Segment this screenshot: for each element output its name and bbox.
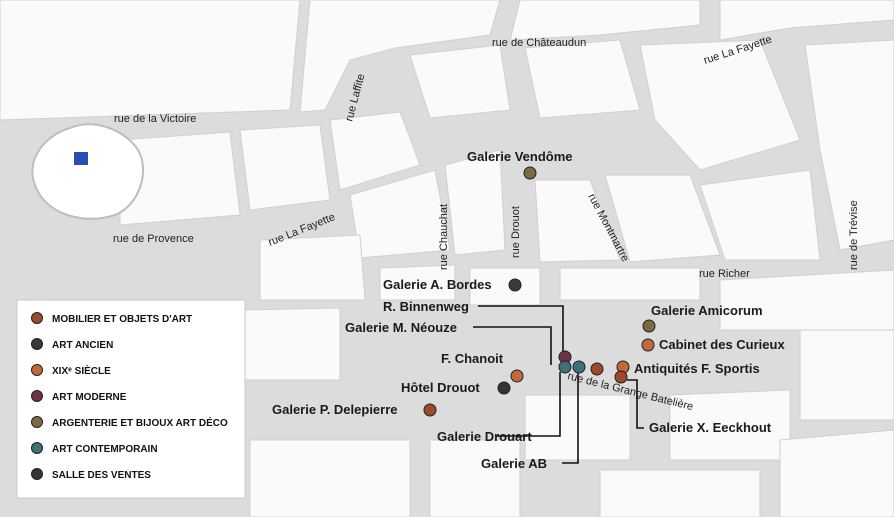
legend-label: ART ANCIEN <box>52 340 113 351</box>
legend-label: ART CONTEMPORAIN <box>52 444 158 455</box>
street-label: rue de la Victoire <box>114 113 196 125</box>
gallery-label: Galerie A. Bordes <box>383 277 492 292</box>
street-label: rue de Provence <box>113 233 194 245</box>
gallery-label: Galerie M. Néouze <box>345 320 457 335</box>
paris-inset <box>31 123 145 220</box>
marker-delepierre[interactable] <box>423 403 437 417</box>
legend-label: XIXᵉ SIÈCLE <box>52 364 111 377</box>
legend-dot-icon <box>31 364 43 376</box>
gallery-label: Galerie P. Delepierre <box>272 402 398 417</box>
legend-label: ART MODERNE <box>52 392 127 403</box>
legend-label: ARGENTERIE ET BIJOUX ART DÉCO <box>52 416 228 429</box>
marker-chanoit[interactable] <box>510 369 524 383</box>
street-label: rue de Trévise <box>848 200 860 270</box>
marker-galerie-ab[interactable] <box>572 360 586 374</box>
marker-drouart[interactable] <box>590 362 604 376</box>
legend-dot-icon <box>31 416 43 428</box>
street-label: rue Chauchat <box>438 204 450 270</box>
legend-dot-icon <box>31 390 43 402</box>
gallery-label: Galerie X. Eeckhout <box>649 420 772 435</box>
gallery-label: Galerie Vendôme <box>467 149 573 164</box>
legend-dot-icon <box>31 468 43 480</box>
legend-label: MOBILIER ET OBJETS D'ART <box>52 314 192 325</box>
street-label: rue Drouot <box>510 206 522 258</box>
gallery-label: Cabinet des Curieux <box>659 337 785 352</box>
legend-dot-icon <box>31 338 43 350</box>
gallery-label: F. Chanoit <box>441 351 504 366</box>
street-label: rue de Châteaudun <box>492 37 586 49</box>
gallery-label: R. Binnenweg <box>383 299 469 314</box>
gallery-label: Galerie AB <box>481 456 547 471</box>
legend-dot-icon <box>31 442 43 454</box>
legend-label: SALLE DES VENTES <box>52 470 151 481</box>
location-marker-icon <box>74 152 88 165</box>
map-legend: MOBILIER ET OBJETS D'ART ART ANCIEN XIXᵉ S… <box>16 299 246 499</box>
marker-hotel-drouot[interactable] <box>497 381 511 395</box>
marker-neouze[interactable] <box>558 360 572 374</box>
gallery-label: Galerie Drouart <box>437 429 532 444</box>
marker-curieux[interactable] <box>641 338 655 352</box>
marker-eeckhout[interactable] <box>614 370 628 384</box>
marker-amicorum[interactable] <box>642 319 656 333</box>
street-label: rue Richer <box>699 268 750 280</box>
gallery-markers <box>423 166 656 417</box>
marker-galerie-vendome[interactable] <box>523 166 537 180</box>
leader-lines <box>473 305 644 464</box>
gallery-labels: Galerie Vendôme Galerie A. Bordes R. Bin… <box>272 149 785 471</box>
gallery-label: Galerie Amicorum <box>651 303 763 318</box>
gallery-label: Antiquités F. Sportis <box>634 361 760 376</box>
marker-galerie-bordes[interactable] <box>508 278 522 292</box>
gallery-label: Hôtel Drouot <box>401 380 480 395</box>
legend-dot-icon <box>31 312 43 324</box>
